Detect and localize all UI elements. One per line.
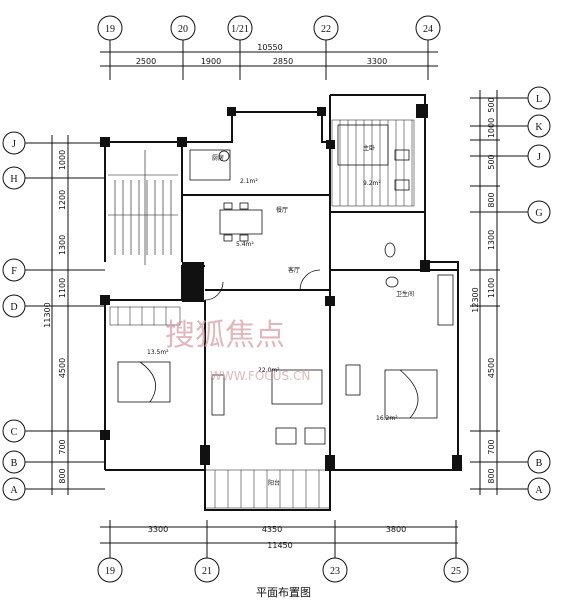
axis-right-G: G — [535, 208, 542, 219]
axis-top-19: 19 — [105, 24, 115, 35]
bottom-axis-markers — [97, 520, 469, 583]
dim-right-seg-7: 4500 — [487, 358, 496, 378]
dim-right-seg-8: 700 — [487, 439, 496, 454]
dim-bottom-seg-1: 3300 — [148, 525, 168, 534]
room-bedroom-right-area: 16.2m² — [376, 415, 398, 422]
dim-right-seg-4: 800 — [487, 192, 496, 207]
axis-right-J: J — [537, 152, 541, 163]
axis-left-J: J — [12, 139, 16, 150]
room-kitchen-area: 2.1m² — [240, 178, 258, 185]
room-kitchen-label: 厨房 — [212, 154, 224, 162]
axis-left-C: C — [11, 427, 18, 438]
structural-columns — [100, 104, 462, 471]
axis-left-B: B — [11, 458, 18, 469]
dim-bottom-seg-3: 3800 — [386, 525, 406, 534]
top-axis-markers — [97, 15, 441, 80]
axis-bottom-19: 19 — [105, 566, 115, 577]
dim-right-seg-3: 500 — [487, 154, 496, 169]
axis-right-L: L — [536, 94, 542, 105]
dim-right-seg-1: 500 — [487, 97, 496, 112]
dim-left-seg-7: 800 — [58, 468, 67, 483]
watermark-url: WWW.FOCUS.CN — [210, 369, 310, 383]
balcony-hatching — [109, 119, 415, 509]
dim-top-seg-4: 3300 — [367, 57, 387, 66]
room-dining-area: 5.4m² — [236, 241, 254, 248]
dim-bottom-seg-2: 4350 — [262, 525, 282, 534]
axis-top-20: 20 — [178, 24, 188, 35]
axis-bottom-25: 25 — [451, 566, 461, 577]
plan-caption: 平面布置图 — [256, 586, 311, 599]
axis-right-A: A — [535, 485, 543, 496]
axis-bottom-23: 23 — [330, 566, 340, 577]
dim-left-seg-1: 1000 — [58, 150, 67, 170]
stairwell — [108, 150, 178, 265]
dim-left-seg-4: 1100 — [58, 278, 67, 298]
watermark-brand: 搜狐焦点 — [165, 318, 285, 353]
dim-top-total: 10550 — [257, 43, 282, 52]
dim-left-seg-3: 1300 — [58, 235, 67, 255]
room-balcony-label: 阳台 — [268, 479, 280, 487]
dim-right-total: 12300 — [471, 287, 480, 312]
axis-bottom-21: 21 — [202, 566, 212, 577]
room-bedroom-top-label: 主卧 — [363, 144, 375, 152]
dim-left-seg-2: 1200 — [58, 190, 67, 210]
dim-left-seg-6: 700 — [58, 439, 67, 454]
dim-top-seg-3: 2850 — [273, 57, 293, 66]
axis-top-1-21: 1/21 — [231, 24, 249, 35]
room-living-area: 22.0m² — [258, 367, 280, 374]
dim-right-seg-6: 1100 — [487, 278, 496, 298]
dim-left-total: 11300 — [43, 302, 52, 327]
dim-right-seg-2: 1000 — [487, 118, 496, 138]
axis-left-H: H — [10, 174, 17, 185]
watermark: 搜狐焦点 WWW.FOCUS.CN — [165, 318, 310, 383]
axis-right-B: B — [536, 458, 543, 469]
left-axis-markers — [2, 131, 105, 501]
axis-top-24: 24 — [423, 24, 433, 35]
dim-bottom-total: 11450 — [267, 541, 292, 550]
furniture — [117, 124, 454, 445]
room-bedroom-left-area: 13.5m² — [147, 349, 169, 356]
dim-top-seg-2: 1900 — [201, 57, 221, 66]
axis-right-K: K — [535, 122, 543, 133]
room-living-label: 客厅 — [288, 266, 300, 274]
exterior-walls — [104, 94, 459, 511]
dim-top-seg-1: 2500 — [136, 57, 156, 66]
right-axis-markers — [470, 86, 551, 501]
axis-left-A: A — [10, 485, 18, 496]
room-master-area: 9.2m² — [363, 180, 381, 187]
axis-left-D: D — [10, 302, 17, 313]
dim-left-seg-5: 4500 — [58, 358, 67, 378]
dim-right-seg-9: 800 — [487, 468, 496, 483]
dim-right-seg-5: 1300 — [487, 230, 496, 250]
axis-top-22: 22 — [321, 24, 331, 35]
room-bath-label: 卫生间 — [396, 290, 414, 298]
axis-left-F: F — [11, 266, 17, 277]
room-dining-label: 餐厅 — [276, 206, 288, 214]
